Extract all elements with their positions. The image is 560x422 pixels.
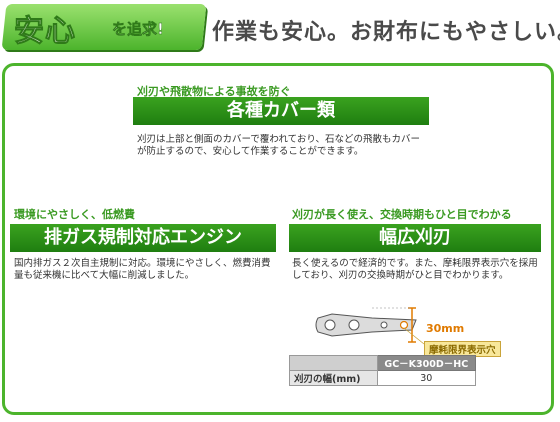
- spec-corner-cell: [289, 355, 378, 371]
- engine-caption: 環境にやさしく、低燃費: [14, 208, 135, 221]
- header: 安心 を追求! 作業も安心。お財布にもやさしい。: [0, 0, 560, 60]
- cover-caption: 刈刃や飛散物による事故を防ぐ: [137, 85, 291, 98]
- cover-description: 刈刃は上部と側面のカバーで覆われており、石などの飛散もカバーが防止するので、安心…: [137, 134, 421, 157]
- blade-illustration: [315, 307, 425, 345]
- badge-sub-text: を追求!: [112, 20, 164, 39]
- blade-title-bar: 幅広刈刃: [289, 224, 541, 252]
- tagline: 作業も安心。お財布にもやさしい。: [212, 20, 560, 45]
- spec-row-value: 30: [376, 370, 477, 386]
- engine-title-bar: 排ガス規制対応エンジン: [10, 224, 276, 252]
- engine-description: 国内排ガス２次自主規制に対応。環境にやさしく、燃費消費量も従来機に比べて大幅に削…: [14, 258, 271, 281]
- spec-row-label: 刈刃の幅(mm): [289, 370, 378, 386]
- spec-model-header: GC－K300D－HC: [376, 355, 477, 371]
- blade-caption: 刈刃が長く使え、交換時期もひと目でわかる: [292, 208, 512, 221]
- spec-header-row: GC－K300D－HC: [289, 355, 477, 371]
- spec-row: 刈刃の幅(mm) 30: [289, 370, 477, 386]
- badge-main-text: 安心: [14, 14, 76, 50]
- cover-title-bar: 各種カバー類: [133, 97, 429, 125]
- spec-table: GC－K300D－HC 刈刃の幅(mm) 30: [289, 355, 477, 386]
- blade-description: 長く使えるので経済的です。また、摩耗限界表示穴を採用しており、刈刃の交換時期がひ…: [292, 258, 538, 281]
- blade-width-dimension: 30mm: [426, 322, 465, 335]
